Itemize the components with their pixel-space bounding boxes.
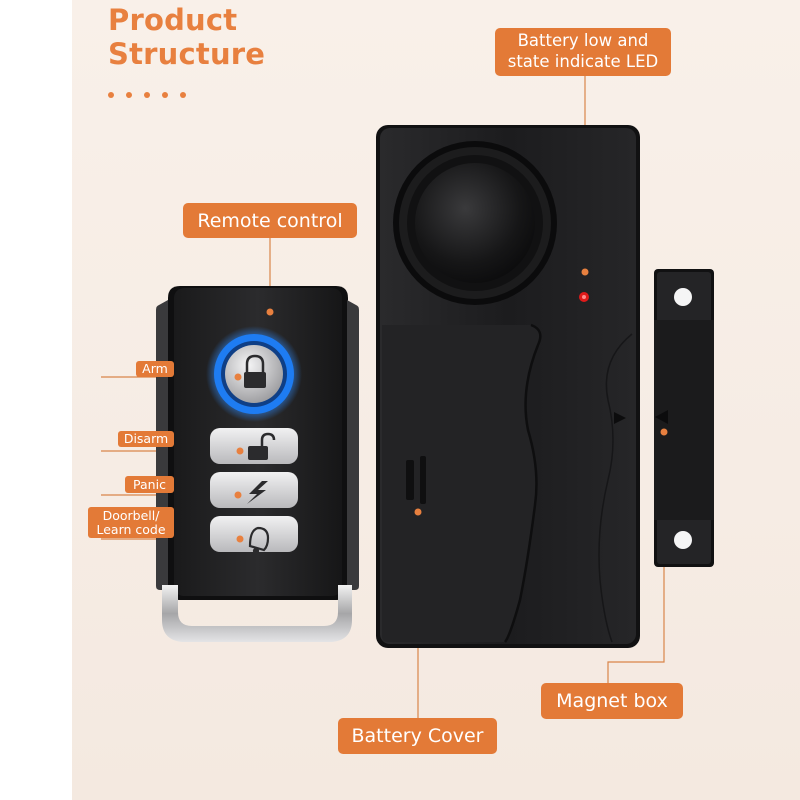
battery-led-label-line-1: Battery low and xyxy=(517,31,649,51)
remote-control xyxy=(156,286,359,642)
battery-led-label-line-2: state indicate LED xyxy=(507,52,659,71)
battery-cover-label: Battery Cover xyxy=(338,718,497,754)
arm-label: Arm xyxy=(136,361,174,377)
padlock-closed-icon xyxy=(244,354,266,388)
remote-control-label: Remote control xyxy=(183,203,357,238)
bell-icon xyxy=(248,526,270,555)
heading-line-2: Structure xyxy=(108,37,266,71)
lightning-icon xyxy=(247,481,268,504)
doorbell-label-line-1: Doorbell/ xyxy=(102,508,160,524)
heading-dots xyxy=(108,85,198,103)
battery-led-label: Battery low and state indicate LED xyxy=(495,28,671,76)
panic-label: Panic xyxy=(125,476,174,493)
disarm-label: Disarm xyxy=(118,431,174,447)
magnet-box-label: Magnet box xyxy=(541,683,683,719)
padlock-open-icon xyxy=(248,432,276,460)
doorbell-label-line-2: Learn code xyxy=(96,521,166,537)
heading-line-1: Product xyxy=(108,3,238,37)
doorbell-label: Doorbell/ Learn code xyxy=(88,507,174,538)
magnet-box xyxy=(654,269,714,567)
alarm-body xyxy=(376,125,640,648)
